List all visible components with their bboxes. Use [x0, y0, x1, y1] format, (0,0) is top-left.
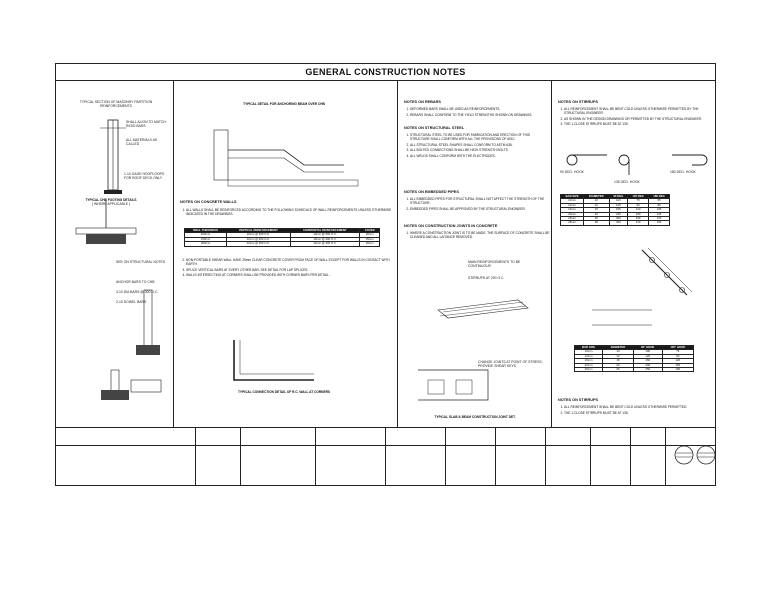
beam-anchor-drawing [213, 129, 359, 381]
title-block-cell [496, 427, 546, 485]
col3-note: STRUCTURAL STEEL TO BE USED FOR FABRICAT… [410, 133, 550, 141]
hook-label-180: 180 DEG. HOOK [670, 170, 696, 174]
wall-reinforcement-table: WALL THICKNESS VERTICAL REINFORCEMENT HO… [184, 227, 380, 247]
col3-caption: TYPICAL SLAB & BEAM CONSTRUCTION JOINT D… [434, 415, 516, 419]
stirrup-cell: 190 [661, 366, 695, 373]
col1-label2-0: SEE ON STRUCTURAL NOTES [116, 260, 166, 264]
col3-note: REBARS SHALL CONFORM TO THE YIELD STRENG… [410, 113, 550, 117]
hook-cell: 210 [627, 220, 650, 226]
col2-heading: TYPICAL DETAIL FOR ANCHORING BEAM OVER C… [243, 102, 325, 106]
col2-note-2: NON-PORTABLE SHEAR WALL HAVE 25mm CLEAR … [186, 258, 396, 266]
col4-note: ALL REINFORCEMENT SHALL BE BENT COLD UNL… [564, 107, 714, 115]
col3-sec4-notes: WHERE A CONSTRUCTION JOINT IS TO BE MADE… [404, 231, 550, 241]
stirrup-cell: 25 [602, 366, 634, 373]
col4-sec1-notes: ALL REINFORCEMENT SHALL BE BENT COLD UNL… [558, 107, 714, 128]
col3-sec3: NOTES ON EMBEDDED PIPES [404, 190, 459, 194]
title-block [56, 427, 716, 485]
col2-notes-b: NON-PORTABLE SHEAR WALL HAVE 25mm CLEAR … [180, 258, 396, 279]
hook-label-90: 90 DEG. HOOK [560, 170, 584, 174]
hook-drawings [566, 154, 708, 326]
stirrup-cell: 250 [632, 366, 663, 373]
col4-note: THE 1-CLOSE STIRRUPS MUST BE AT 135. [564, 411, 714, 415]
col3-callout3: CHANGE JOINTS AT POINT OF STRESS, PROVID… [478, 360, 543, 369]
col2-notes: ALL WALLS SHALL BE REINFORCED ACCORDING … [180, 208, 396, 218]
col3-callout1: MAIN REINFORCEMENTS TO BE CONTINUOUS [468, 260, 521, 269]
col4-sec2-notes: ALL REINFORCEMENT SHALL BE BENT COLD UNL… [558, 405, 714, 416]
wall-cell: 200mm [184, 241, 227, 247]
col4-note: AS SHOWN IN THE DESIGN DRAWINGS OR PERMI… [564, 117, 714, 121]
col3-sec2-notes: STRUCTURAL STEEL TO BE USED FOR FABRICAT… [404, 133, 550, 159]
title-block-cell [591, 427, 631, 485]
col4-note: ALL REINFORCEMENT SHALL BE BENT COLD UNL… [564, 405, 714, 409]
title-block-cell [316, 427, 386, 485]
col3-callout2: STIRRUPS AT 200 O.C. [468, 276, 505, 280]
drawing-sheet: GENERAL CONSTRUCTION NOTES TYPICAL SECTI… [55, 63, 716, 486]
col2-note-3: SPLICE VERTICAL BARS AT EVERY OTHER BAR,… [186, 268, 396, 272]
col4-sec2: NOTES ON STIRRUPS [558, 398, 599, 402]
stirrup-hook-table: BAR SIZE DIAMETER 90° HOOK 135° HOOK 10m… [573, 344, 695, 373]
hook-label-135: 135 DEG. HOOK [614, 180, 640, 184]
col1-label-2: ALL MATERIALS AS CALLED [126, 138, 158, 147]
title-block-cell [241, 427, 316, 485]
wall-cell: 12mm @ 400 O.C. [289, 241, 361, 247]
col1-label2-2: 3-10 DIA BARS @ 300 O.C. [116, 290, 159, 294]
col1-label2-1: ANCHOR BARS TO CHB [116, 280, 155, 284]
hook-cell: 28mm [559, 220, 585, 226]
col2-note-4: WALLS INTERSECTING AT CORNERS SHALL BE P… [186, 273, 396, 277]
hook-schedule-table: BAR SIZE DIAMETER 90 DEG 135 DEG 180 DEG… [559, 193, 670, 226]
col3-note: ALL BOLTED CONNECTIONS SHALL BE HIGH STR… [410, 148, 550, 152]
col2-caption: TYPICAL CONNECTION DETAIL OF R.C. WALL A… [237, 390, 331, 394]
col1-label2-3: 2-10 DOWEL BARS [116, 300, 147, 304]
title-block-cell [56, 427, 196, 485]
sheet-title: GENERAL CONSTRUCTION NOTES [56, 64, 715, 81]
hook-cell: 28 [583, 220, 610, 226]
masonry-section-drawing [75, 119, 162, 400]
col3-note: EMBEDDED PIPES SHALL BE APPROVED BY THE … [410, 207, 550, 211]
col3-sec1: NOTES ON REBARS [404, 100, 441, 104]
col2-notes-heading: NOTES ON CONCRETE WALLS [180, 200, 237, 204]
col3-note: DEFORMED BARS SHALL BE USED AS REINFORCE… [410, 107, 550, 111]
title-block-cell [446, 427, 496, 485]
column-concrete-walls: TYPICAL DETAIL FOR ANCHORING BEAM OVER C… [174, 80, 398, 427]
col2-note-1: ALL WALLS SHALL BE REINFORCED ACCORDING … [186, 208, 396, 216]
col1-caption-footing-sub: ( WHERE APPLICABLE ) [91, 202, 131, 206]
col4-note: THE 1-CLOSE STIRRUPS MUST BE AT 135. [564, 122, 714, 126]
construction-joint-drawing [418, 299, 529, 401]
col3-sec1-notes: DEFORMED BARS SHALL BE USED AS REINFORCE… [404, 107, 550, 118]
col3-sec3-notes: ALL EMBEDDED PIPES FOR STRUCTURAL SHALL … [404, 197, 550, 212]
wall-cell: 25mm [359, 241, 380, 247]
stirrup-cell: 25mm [573, 366, 604, 373]
col3-sec2: NOTES ON STRUCTURAL STEEL [404, 126, 465, 130]
column-rebar-notes: NOTES ON REBARS DEFORMED BARS SHALL BE U… [398, 80, 552, 427]
col3-note: ALL STRUCTURAL STEEL SHAPES SHALL CONFOR… [410, 143, 550, 147]
title-block-cell [196, 427, 241, 485]
col3-note: WHERE A CONSTRUCTION JOINT IS TO BE MADE… [410, 231, 550, 239]
hook-cell: 190 [648, 220, 670, 226]
revision-circles [674, 445, 716, 465]
col3-sec4: NOTES ON CONSTRUCTION JOINTS IN CONCRETE [404, 224, 498, 228]
col3-note: ALL EMBEDDED PIPES FOR STRUCTURAL SHALL … [410, 197, 550, 205]
column-stirrup-notes: NOTES ON STIRRUPS ALL REINFORCEMENT SHAL… [552, 80, 717, 427]
hook-cell: 340 [608, 220, 629, 226]
title-block-cell [386, 427, 446, 485]
col4-sec1: NOTES ON STIRRUPS [558, 100, 599, 104]
col1-label-3: 1-10 GAGE HOOPLOOPS FOR ROOF DECK ONLY [124, 172, 165, 181]
col3-note: ALL WELDS SHALL CONFORM WITH THE ELECTRO… [410, 154, 550, 158]
col1-label-1: SHALL ALIGN TO MATCH RIGID BARS [126, 120, 166, 129]
column-masonry-details: TYPICAL SECTION OF MASONRY PARTITION REI… [56, 80, 174, 427]
title-block-cell [546, 427, 591, 485]
wall-row: 200mm 12mm @ 300 O.C. 12mm @ 400 O.C. 25… [184, 241, 380, 247]
col1-heading: TYPICAL SECTION OF MASONRY PARTITION REI… [79, 100, 153, 109]
wall-cell: 12mm @ 300 O.C. [226, 241, 291, 247]
col1-caption-footing: TYPICAL CHB FOOTING DETAILS [85, 198, 137, 202]
title-block-cell [631, 427, 666, 485]
